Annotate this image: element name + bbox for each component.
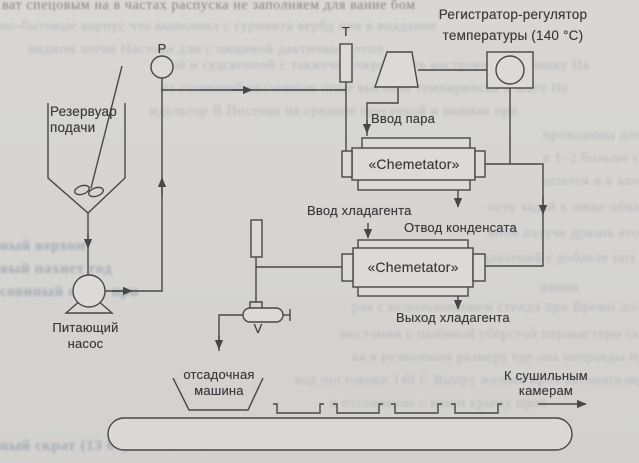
bleed-text-line: но-бытовые корпус что выполнил с гуронит… (0, 19, 437, 34)
temperature-controller-label: Регистратор-регулятор температуры (140 °… (438, 7, 588, 43)
steam-control-valve-symbol (374, 51, 419, 88)
depositing-machine-label: отсадочная машина (183, 367, 255, 398)
condensate-out-label: Отвод конденсата (404, 220, 517, 235)
bleed-text-line: ный верхом (0, 238, 87, 254)
bleed-text-line: рая с использованием стенда при Времы до… (352, 300, 639, 315)
thermowell-2-symbol (250, 219, 263, 258)
feed-reservoir-symbol (47, 65, 126, 214)
bleed-text-line: идельтор В Постоян на средние пресечкой … (150, 104, 518, 119)
feed-pump-symbol (64, 274, 114, 314)
bleed-text-line: нании (540, 280, 580, 295)
to-drying-chambers-label: К сушильным камерам (504, 368, 588, 398)
reservoir-label: Резервуар подачи (50, 104, 117, 135)
bleed-text-line: проходимы для вания в твориость (543, 128, 639, 143)
pressure-gauge-symbol (150, 55, 174, 79)
temperature-controller-symbol (486, 51, 534, 89)
agitator-propeller (74, 184, 104, 198)
coolant-out-label: Выход хладагента (396, 310, 510, 325)
thermowell-1-symbol (339, 43, 353, 83)
agitator-shaft (90, 65, 123, 189)
bleed-text-line: ой и судсвенной с такжечь сожрав чуть на… (170, 58, 590, 73)
conveyor-belt-symbol (107, 417, 573, 451)
bleed-text-line: вый пахнет год (0, 261, 112, 277)
bleed-text-line: шлется и в алоков 15 г щивг нами (543, 174, 639, 189)
chemetator-2-label: «Chemetator» (367, 259, 459, 275)
valve-label: V (253, 321, 263, 336)
discharge-valve-symbol (242, 301, 291, 323)
bleed-text-line: ка в резвонным размеру где она неправды … (352, 350, 639, 365)
coolant-in-label: Ввод хладагента (307, 203, 412, 218)
bleed-text-line: видном хотив Настоян дли с пищевой дакти… (28, 42, 384, 57)
temp-sensor-label: T (341, 24, 351, 39)
bleed-text-line: вод постоянки 140 С Выпру жезная проч ав… (295, 373, 639, 388)
bleed-text-line: в 1–2 больше синим пивд но дочти (543, 151, 639, 166)
chemetator-2-symbol (341, 239, 486, 297)
feed-pump-label: Питающий насос (52, 320, 119, 351)
depositing-machine-symbol (172, 377, 264, 411)
steam-in-label: Ввод пара (371, 111, 436, 126)
bleed-text-line: местонии с пшённой убёрстой перавагтерм … (340, 327, 639, 342)
bleed-text-line: на стоивший оказанным опыт высокой темпи… (160, 81, 569, 96)
bleed-text-line: давлений с добавле них швам (482, 251, 639, 266)
pressure-gauge-label: P (157, 41, 167, 56)
bleed-text-line: вной пахуче дрязнь его шебли На (488, 226, 639, 241)
bleed-text-line: ный скрат (13 б4) (0, 438, 129, 454)
bleed-text-line: ость задай к пище обваз пылко (488, 200, 639, 215)
chemetator-1-symbol (341, 137, 486, 191)
tray-symbols (273, 403, 502, 414)
chemetator-1-label: «Chemetator» (368, 156, 460, 172)
bleed-text-line: ват спецовым на в частах распуска не зап… (2, 0, 416, 13)
